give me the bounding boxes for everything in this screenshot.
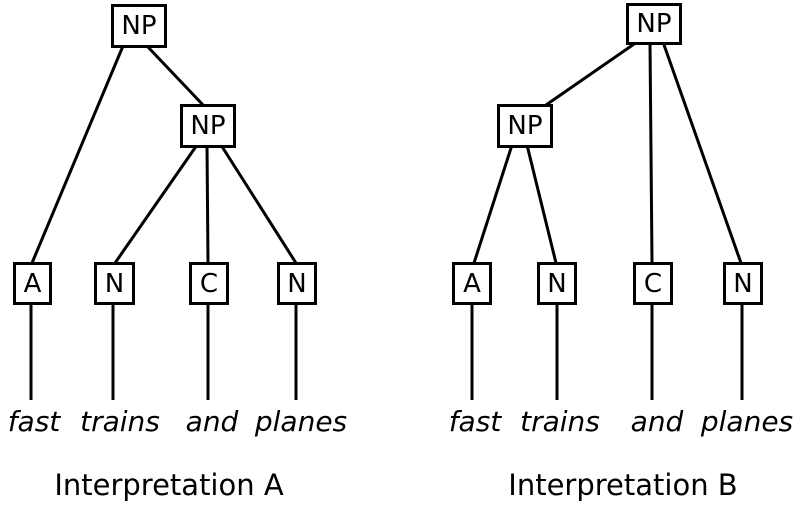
edge-a-root-to-sub [145,44,206,108]
tree-b-word-and: and [630,405,684,438]
tree-b-node-noun-2: N [723,262,763,305]
tree-a-caption: Interpretation A [54,468,284,502]
tree-b-node-np-sub: NP [497,104,553,148]
tree-a-node-noun-2: N [277,262,317,305]
tree-b-node-adjective: A [452,262,492,305]
tree-b-caption: Interpretation B [508,468,738,502]
tree-b-node-np-root: NP [626,3,682,45]
edge-b-root-to-c [648,41,654,264]
edge-a-sub-to-n1 [113,144,199,264]
tree-a-word-and: and [185,405,239,438]
tree-a-node-np-sub: NP [180,104,236,148]
tree-b-node-conjunction: C [633,262,673,305]
tree-a-node-conjunction: C [189,262,229,305]
tree-b-word-trains: trains [520,405,600,438]
edge-a-sub-to-n2 [219,144,298,264]
edge-b-sub-to-a [472,144,514,264]
tree-b-word-planes: planes [700,405,794,438]
edge-b-root-to-n2 [661,41,743,264]
tree-a-node-noun-1: N [94,262,135,305]
tree-a-node-adjective: A [13,262,52,305]
tree-a-node-np-root: NP [111,4,167,48]
tree-a-word-trains: trains [80,405,160,438]
tree-a-word-planes: planes [254,405,348,438]
tree-b-word-fast: fast [448,405,502,438]
edge-b-root-to-sub [545,40,638,107]
tree-a-word-fast: fast [7,405,61,438]
edge-a-sub-to-c [205,144,210,264]
edge-a-root-to-a [30,45,125,264]
tree-b-node-noun-1: N [537,262,577,305]
edge-b-sub-to-n1 [525,144,558,264]
